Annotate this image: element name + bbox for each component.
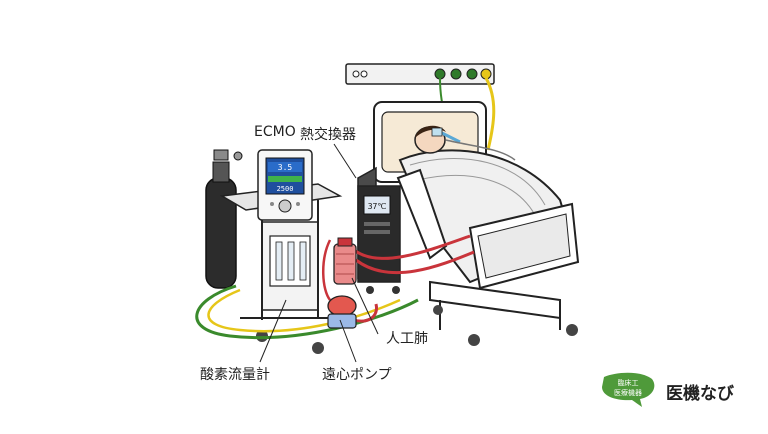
flow-display: 3.5 [278,163,293,172]
label-oxygen-flowmeter: 酸素流量計 [200,367,270,383]
ecmo-console: 3.5 2500 [257,149,313,221]
speech-bubble-logo-icon: 臨床工 医療機器 [598,371,658,411]
artificial-lung [333,237,357,285]
patient [414,125,516,161]
hospital-bed [373,101,580,346]
label-centrifugal-pump: 遠心ポンプ [322,367,392,383]
oxygen-cylinder [205,149,243,289]
logo-bottom-text: 医療機器 [614,388,642,397]
wall-gas-panel [345,63,495,85]
heat-exchanger-unit: 37℃ [357,166,401,294]
label-artificial-lung: 人工肺 [386,331,428,347]
brand-name: 医機なび [666,383,734,404]
centrifugal-pump [327,295,357,329]
leader-lines [259,143,379,363]
heater-temp-display: 37℃ [368,202,387,211]
label-ecmo: ECMO [254,124,296,140]
rpm-display: 2500 [277,185,294,193]
brand-logo: 臨床工 医療機器 医機なび [598,370,734,412]
logo-top-text: 臨床工 [618,378,639,387]
label-heat-exchanger: 熱交換器 [300,127,356,143]
